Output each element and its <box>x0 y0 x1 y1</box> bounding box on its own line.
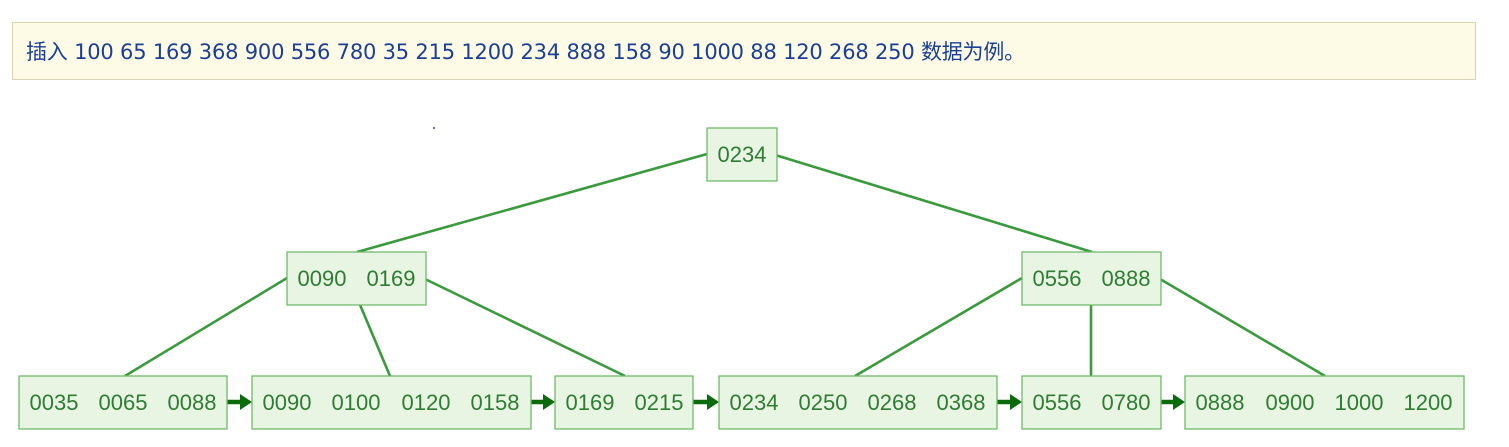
leaf-link-4-5 <box>997 394 1022 410</box>
leaf-5-key-1: 0556 <box>1033 390 1082 415</box>
caption-text: 插入 100 65 169 368 900 556 780 35 215 120… <box>26 40 1025 64</box>
edge-left-to-leaf-1 <box>124 276 288 378</box>
leaf-6-key-3: 1000 <box>1335 390 1384 415</box>
leaf-6-key-4: 1200 <box>1404 390 1453 415</box>
leaf-1-key-3: 0088 <box>168 390 217 415</box>
leaf-link-2-3 <box>531 394 555 410</box>
leaf-1-key-1: 0035 <box>30 390 79 415</box>
edge-left-to-leaf-3 <box>424 277 626 378</box>
leaf-3-key-2: 0215 <box>635 390 684 415</box>
leaf-6-key-2: 0900 <box>1266 390 1315 415</box>
internal-right-key-1: 0556 <box>1033 266 1082 291</box>
internal-left-key-1: 0090 <box>298 266 347 291</box>
internal-left-key-2: 0169 <box>367 266 416 291</box>
root-node: 0234 <box>706 127 778 182</box>
leaf-4-key-3: 0268 <box>868 390 917 415</box>
leaf-5-key-2: 0780 <box>1102 390 1151 415</box>
edge-root-left <box>356 152 708 254</box>
leaf-4-key-1: 0234 <box>730 390 779 415</box>
edge-right-to-leaf-4 <box>854 276 1023 378</box>
leaf-2-key-2: 0100 <box>332 390 381 415</box>
internal-right-key-2: 0888 <box>1102 266 1151 291</box>
stray-dot <box>433 127 435 129</box>
leaf-link-1-2 <box>227 394 252 410</box>
leaf-2-key-3: 0120 <box>402 390 451 415</box>
leaf-node-4: 0234 0250 0268 0368 <box>718 375 998 430</box>
leaf-node-2: 0090 0100 0120 0158 <box>251 375 532 430</box>
leaf-node-6: 0888 0900 1000 1200 <box>1184 375 1465 430</box>
leaf-2-key-4: 0158 <box>471 390 520 415</box>
edge-right-to-leaf-6 <box>1159 277 1326 378</box>
edge-left-to-leaf-2 <box>356 299 392 377</box>
internal-node-left: 0090 0169 <box>286 251 427 306</box>
leaf-node-3: 0169 0215 <box>554 375 694 430</box>
leaf-4-key-2: 0250 <box>799 390 848 415</box>
leaf-node-5: 0556 0780 <box>1021 375 1162 430</box>
internal-node-right: 0556 0888 <box>1021 251 1162 306</box>
leaf-link-5-6 <box>1161 394 1185 410</box>
leaf-node-1: 0035 0065 0088 <box>18 375 228 430</box>
leaf-1-key-2: 0065 <box>99 390 148 415</box>
leaf-4-key-4: 0368 <box>937 390 986 415</box>
leaf-3-key-1: 0169 <box>566 390 615 415</box>
leaf-link-3-4 <box>693 394 719 410</box>
caption-box: 插入 100 65 169 368 900 556 780 35 215 120… <box>12 22 1476 80</box>
edge-root-right <box>771 152 1093 254</box>
leaf-6-key-1: 0888 <box>1196 390 1245 415</box>
root-key-1: 0234 <box>718 142 767 167</box>
leaf-2-key-1: 0090 <box>263 390 312 415</box>
